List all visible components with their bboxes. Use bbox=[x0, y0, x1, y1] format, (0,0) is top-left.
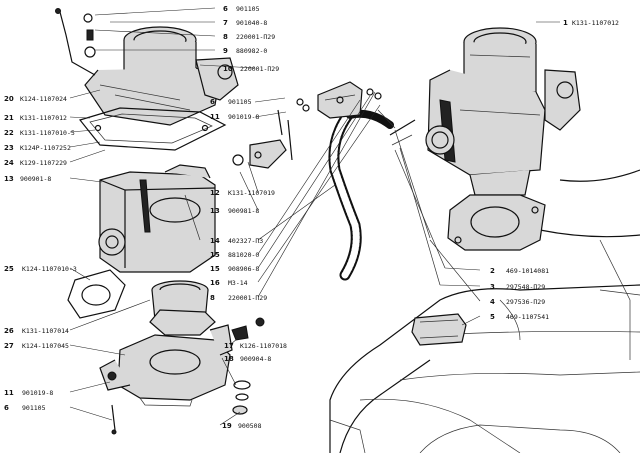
bottom-screws bbox=[111, 317, 265, 435]
callout-code: К131-1107010-5 bbox=[20, 129, 75, 137]
callout-code: 880982-0 bbox=[236, 47, 267, 55]
callout-num: 7 bbox=[223, 19, 228, 27]
callout-code: 469-1014081 bbox=[506, 267, 549, 275]
callout-num: 8 bbox=[223, 33, 228, 41]
callout-num: 9 bbox=[223, 47, 228, 55]
callout-num: 21 bbox=[4, 114, 14, 122]
float-chamber-body-13 bbox=[98, 164, 216, 273]
callout-code: К124-1107045 bbox=[22, 342, 69, 350]
callout-num: 11 bbox=[4, 389, 14, 397]
callout-num: 23 bbox=[4, 144, 14, 152]
diffuser-26 bbox=[149, 280, 216, 336]
callout-code: 901019-8 bbox=[22, 389, 53, 397]
choke-rod bbox=[55, 8, 96, 76]
callout-num: 16 bbox=[210, 279, 220, 287]
callout-num: 14 bbox=[210, 237, 220, 245]
callout-num: 6 bbox=[210, 98, 215, 106]
callout-num: 27 bbox=[4, 342, 14, 350]
callout-code: МЗ-14 bbox=[228, 279, 248, 287]
callout-code: 901040-8 bbox=[236, 19, 267, 27]
callout-num: 13 bbox=[4, 175, 14, 183]
callout-num: 3 bbox=[490, 283, 495, 291]
throttle-body-27 bbox=[99, 324, 233, 407]
callout-code: К129-1107229 bbox=[20, 159, 67, 167]
callout-code: 900904-8 bbox=[240, 355, 271, 363]
callout-code: К126-1107018 bbox=[240, 342, 287, 350]
callout-num: 19 bbox=[222, 422, 232, 430]
linkage-bracket-12 bbox=[232, 139, 287, 169]
callout-code: 220001-П29 bbox=[240, 65, 279, 73]
callout-code: 900981-8 bbox=[228, 207, 259, 215]
callout-code: 881020-0 bbox=[228, 251, 259, 259]
callout-num: 11 bbox=[210, 113, 220, 121]
callout-code: 901105 bbox=[22, 404, 46, 412]
callout-num: 24 bbox=[4, 159, 14, 167]
callout-code: К131-1107014 bbox=[22, 327, 69, 335]
callout-num: 8 bbox=[210, 294, 215, 302]
callout-num: 2 bbox=[490, 267, 495, 275]
callout-num: 17 bbox=[224, 342, 234, 350]
callout-code: 220001-П29 bbox=[236, 33, 275, 41]
callout-num: 10 bbox=[223, 65, 233, 73]
callout-code: К131-1107012 bbox=[20, 114, 67, 122]
callout-code: 901019-8 bbox=[228, 113, 259, 121]
callout-num: 5 bbox=[490, 313, 495, 321]
cover-gasket-21 bbox=[78, 107, 227, 151]
callout-code: К131-1107019 bbox=[228, 189, 275, 197]
callout-num: 15 bbox=[210, 265, 220, 273]
callout-num: 6 bbox=[223, 5, 228, 13]
callout-code: 900508 bbox=[238, 422, 262, 430]
callout-num: 20 bbox=[4, 95, 14, 103]
callout-num: 4 bbox=[490, 298, 495, 306]
callout-code: 908906-8 bbox=[228, 265, 259, 273]
callout-code: 900901-8 bbox=[20, 175, 51, 183]
callout-num: 15 bbox=[210, 251, 220, 259]
callout-code: 220001-П29 bbox=[228, 294, 267, 302]
small-pins-8-11 bbox=[277, 98, 310, 161]
callout-num: 22 bbox=[4, 129, 14, 137]
callout-code: К124-1107024 bbox=[20, 95, 67, 103]
callout-num: 12 bbox=[210, 189, 220, 197]
oil-filler-cap-5 bbox=[411, 313, 467, 346]
callout-code: 901105 bbox=[228, 98, 252, 106]
callout-num: 1 bbox=[563, 19, 568, 27]
callout-code: К131-1107012 bbox=[572, 19, 619, 27]
callout-code: К124-1107010-3 bbox=[22, 265, 77, 273]
fuel-filter-bracket-10 bbox=[317, 81, 363, 119]
cover-screws-6-7 bbox=[83, 13, 96, 58]
callout-num: 25 bbox=[4, 265, 14, 273]
callout-num: 13 bbox=[210, 207, 220, 215]
callout-num: 18 bbox=[224, 355, 234, 363]
callout-code: 469-1107541 bbox=[506, 313, 549, 321]
callout-code: 297548-П29 bbox=[506, 283, 545, 291]
callout-num: 6 bbox=[4, 404, 9, 412]
leader-lines bbox=[69, 7, 560, 426]
intake-flange bbox=[447, 194, 546, 251]
callout-labels: 6 901105 7 901040-8 8 220001-П29 9 88098… bbox=[4, 5, 619, 430]
callout-code: К124Р-1107252 bbox=[20, 144, 71, 152]
callout-code: 901105 bbox=[236, 5, 260, 13]
callout-code: 297536-П29 bbox=[506, 298, 545, 306]
callout-code: 402327-П3 bbox=[228, 237, 263, 245]
gasket-25 bbox=[67, 269, 126, 319]
carburetor-assembly-1 bbox=[425, 27, 581, 196]
engine-block-outline bbox=[329, 169, 640, 453]
callout-num: 26 bbox=[4, 327, 14, 335]
fuel-hose-14 bbox=[328, 109, 394, 281]
